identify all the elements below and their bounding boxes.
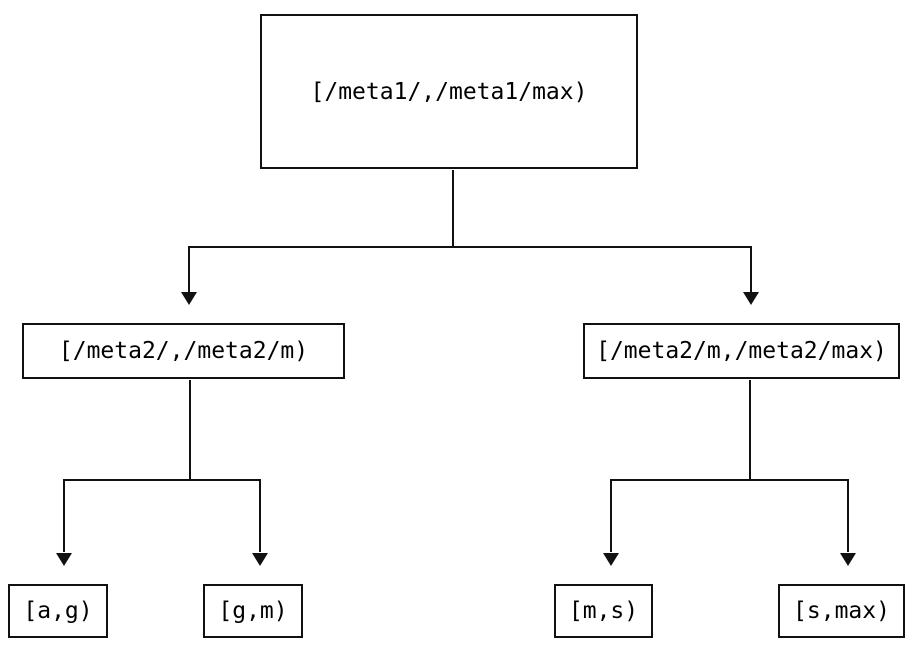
node-leaf-gm-label: [g,m) <box>218 598 288 624</box>
arrowhead-to-meta2-left <box>181 292 197 305</box>
connector-drop-to-meta2-right <box>750 246 752 292</box>
node-leaf-smax-label: [s,max) <box>793 598 890 624</box>
connector-drop-to-leaf-ms <box>610 479 612 552</box>
node-meta2-left-range: [/meta2/,/meta2/m) <box>22 323 345 379</box>
connector-root-stem <box>452 170 454 247</box>
connector-drop-to-leaf-gm <box>259 479 261 552</box>
arrowhead-to-leaf-gm <box>252 553 268 566</box>
arrowhead-to-leaf-ag <box>56 553 72 566</box>
connector-meta2-right-stem <box>749 380 751 480</box>
node-meta2-right-label: [/meta2/m,/meta2/max) <box>596 338 887 364</box>
node-leaf-ms-label: [m,s) <box>568 598 639 624</box>
connector-meta2-left-stem <box>189 380 191 480</box>
node-meta2-left-label: [/meta2/,/meta2/m) <box>58 338 309 364</box>
connector-left-leaves-bar <box>63 479 261 481</box>
connector-drop-to-meta2-left <box>188 246 190 292</box>
node-leaf-ag-label: [a,g) <box>23 598 93 624</box>
node-root-range: [/meta1/,/meta1/max) <box>260 14 638 169</box>
node-leaf-ag: [a,g) <box>8 584 108 638</box>
arrowhead-to-leaf-ms <box>603 553 619 566</box>
connector-level1-bar <box>188 246 752 248</box>
arrowhead-to-leaf-smax <box>840 553 856 566</box>
node-root-label: [/meta1/,/meta1/max) <box>310 78 588 105</box>
node-meta2-right-range: [/meta2/m,/meta2/max) <box>583 323 900 379</box>
connector-drop-to-leaf-ag <box>63 479 65 552</box>
node-leaf-smax: [s,max) <box>778 584 905 638</box>
node-leaf-gm: [g,m) <box>203 584 303 638</box>
connector-right-leaves-bar <box>610 479 849 481</box>
connector-drop-to-leaf-smax <box>847 479 849 552</box>
arrowhead-to-meta2-right <box>743 292 759 305</box>
node-leaf-ms: [m,s) <box>554 584 653 638</box>
